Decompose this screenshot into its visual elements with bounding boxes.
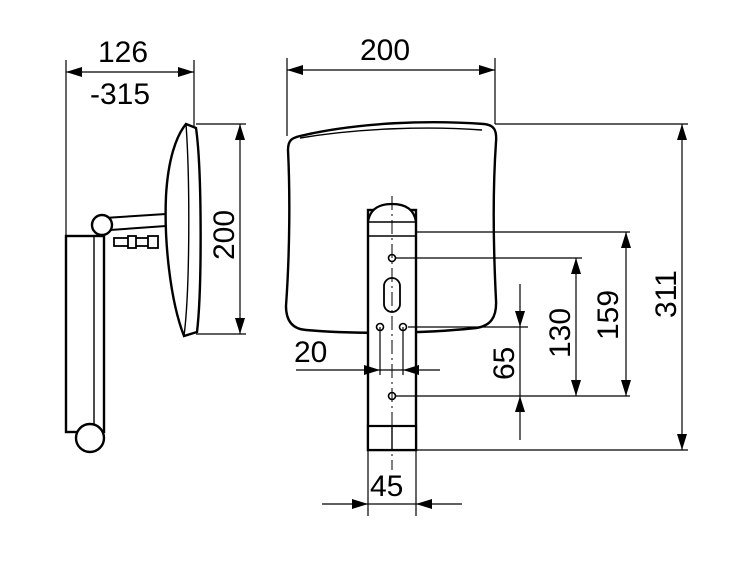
front-45-arrow-left	[352, 499, 368, 509]
front-hole-top	[387, 253, 397, 263]
front-total-arrow-bottom	[677, 434, 687, 450]
side-wall-bracket-foot	[74, 422, 106, 454]
front-130-arrow-top	[571, 258, 581, 274]
side-depth-arrow-right	[178, 67, 194, 77]
front-slot	[383, 277, 401, 313]
front-bracket-width-label: 45	[370, 470, 403, 503]
side-depth-arrow-left	[66, 67, 82, 77]
front-hole-bottom	[387, 391, 397, 401]
side-arm-lower	[109, 225, 167, 231]
side-mirror-inner-edge	[183, 123, 190, 337]
side-view	[64, 60, 246, 454]
front-offset-label: 20	[294, 336, 327, 369]
front-159-arrow-top	[621, 232, 631, 248]
side-depth-min-label: 126	[98, 36, 148, 69]
side-arm-upper	[103, 213, 167, 219]
front-130-label: 130	[544, 308, 577, 358]
front-159-label: 159	[592, 290, 625, 340]
side-wall-bracket	[64, 234, 106, 434]
front-65-arrow-top	[515, 311, 525, 327]
front-20-arrow-left	[364, 365, 380, 375]
front-total-arrow-top	[677, 124, 687, 140]
front-width-arrow-right	[479, 65, 495, 75]
front-width-arrow-left	[287, 65, 303, 75]
front-130-arrow-bottom	[571, 380, 581, 396]
side-mirror-profile	[164, 122, 202, 338]
front-view	[284, 58, 688, 516]
side-adjustment-knob-hub	[127, 235, 137, 249]
front-total-height-label: 311	[650, 270, 683, 318]
front-20-arrow-right	[403, 365, 419, 375]
front-65-label: 65	[488, 347, 521, 380]
front-65-arrow-bottom	[515, 396, 525, 412]
side-arm-joint	[90, 213, 114, 237]
side-height-label: 200	[208, 210, 241, 260]
front-mirror-inner-edge	[299, 127, 483, 139]
side-height-arrow-top	[235, 124, 245, 140]
front-159-arrow-bottom	[621, 380, 631, 396]
front-45-arrow-right	[416, 499, 432, 509]
front-width-label: 200	[360, 34, 410, 67]
side-height-arrow-bottom	[235, 318, 245, 334]
side-depth-max-label: -315	[90, 78, 150, 111]
side-adjustment-knob-end	[147, 235, 159, 249]
